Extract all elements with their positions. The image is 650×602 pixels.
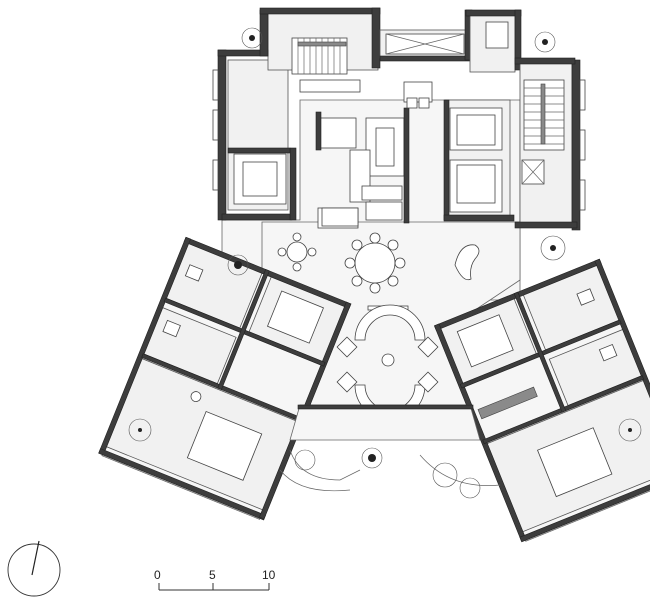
island bbox=[321, 207, 359, 227]
plant-icon bbox=[361, 447, 383, 469]
plant-icon bbox=[540, 235, 566, 261]
top-left-block bbox=[212, 7, 381, 221]
small-table bbox=[277, 232, 317, 272]
bed-large bbox=[186, 410, 263, 481]
plant-icon bbox=[128, 418, 152, 442]
scale-label-10: 10 bbox=[262, 568, 276, 582]
bed-large-right bbox=[537, 427, 613, 498]
plant-icon bbox=[294, 449, 481, 499]
dining-set bbox=[344, 232, 406, 294]
stair-right bbox=[519, 59, 573, 226]
scale-bar: 0 5 10 bbox=[154, 568, 276, 591]
north-arrow-icon bbox=[7, 540, 61, 597]
plant-icon bbox=[227, 254, 249, 276]
plant-icon bbox=[534, 31, 556, 53]
scale-label-5: 5 bbox=[209, 568, 216, 582]
plant-icon bbox=[241, 27, 263, 49]
plants bbox=[128, 27, 642, 499]
bed-small bbox=[266, 290, 324, 344]
piano bbox=[454, 244, 480, 281]
plant-icon bbox=[618, 418, 642, 442]
scale-label-0: 0 bbox=[154, 568, 161, 582]
bed-small-right bbox=[456, 314, 514, 368]
right-wing bbox=[434, 258, 650, 543]
terrace bbox=[279, 404, 501, 492]
top-right-block bbox=[443, 9, 586, 231]
stair-left bbox=[291, 37, 348, 75]
